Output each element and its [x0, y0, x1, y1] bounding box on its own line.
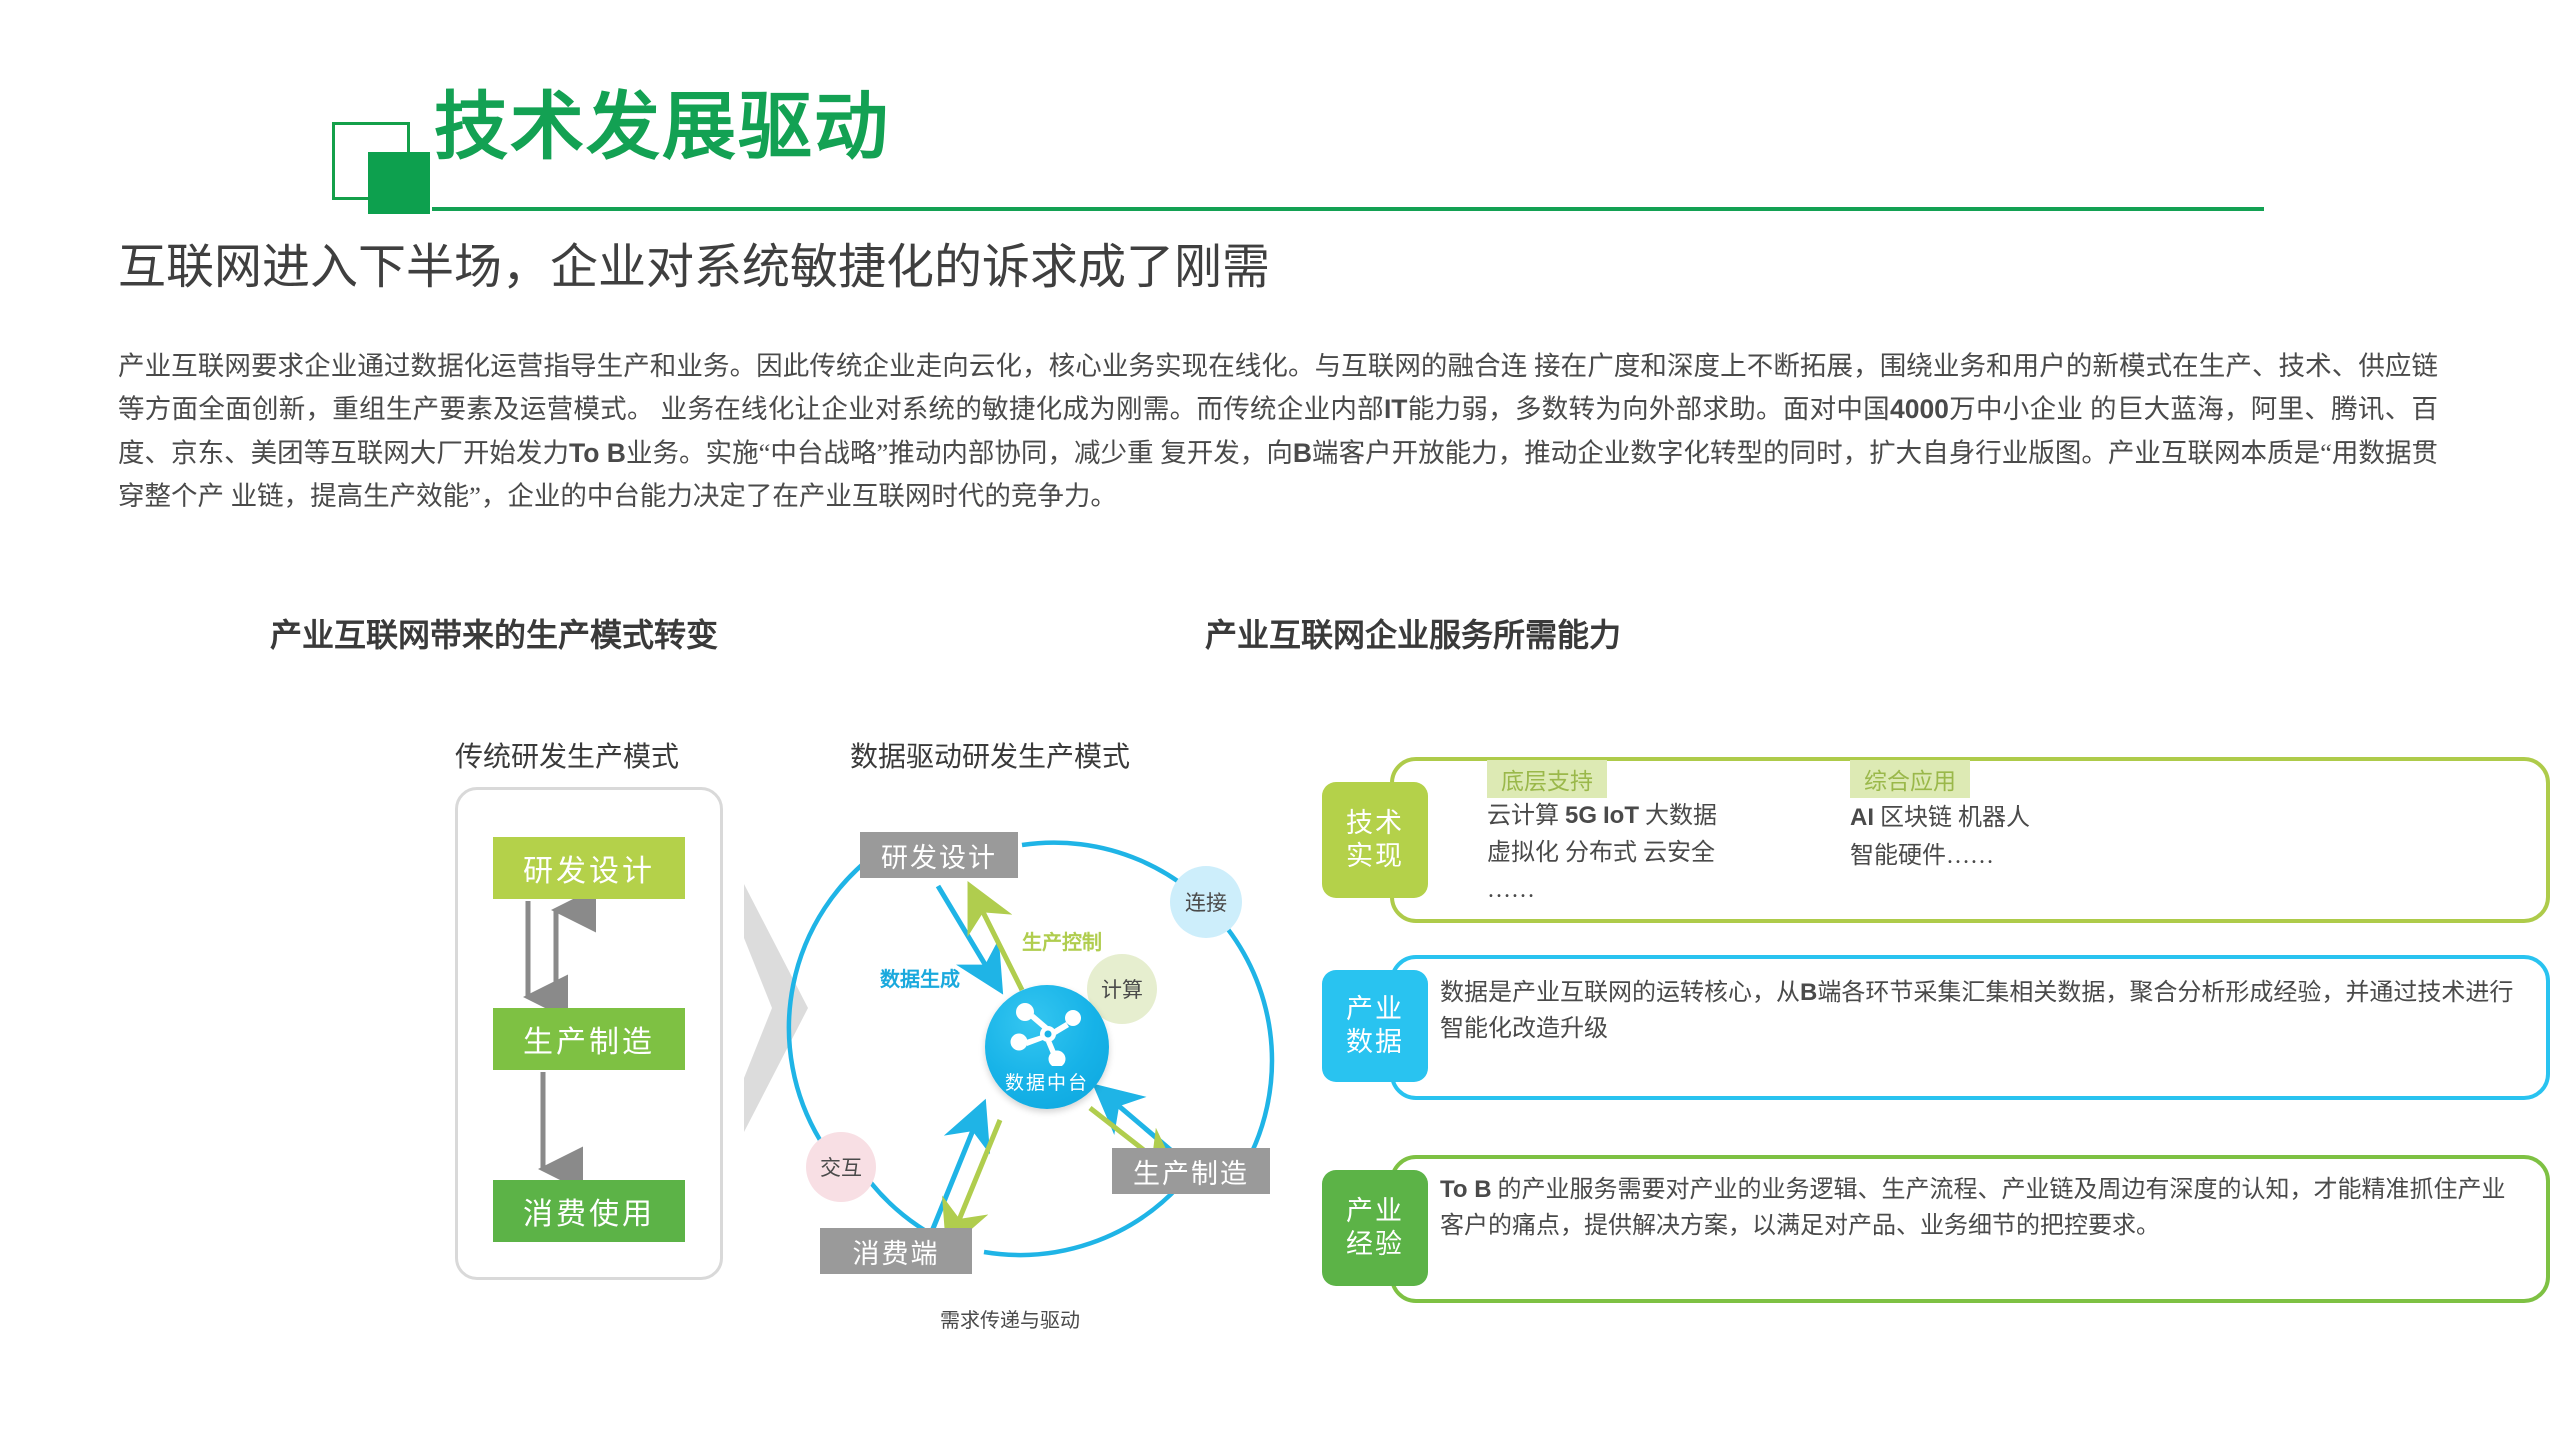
diagram-bubble-compute: 计算: [1087, 954, 1157, 1024]
body-paragraph: 产业互联网要求企业通过数据化运营指导生产和业务。因此传统企业走向云化，核心业务实…: [118, 351, 2439, 512]
capability-tag-experience-line1: 产业经验: [1346, 1196, 1404, 1259]
capability-card-data: [1390, 955, 2550, 1100]
edge-label-production-control: 生产控制: [1022, 932, 1102, 954]
flow-step-rd: 研发设计: [493, 837, 685, 899]
flow-step-manufacturing: 生产制造: [493, 1008, 685, 1070]
logo-solid-square: [368, 152, 430, 214]
tech-foundation-line2: 虚拟化 分布式 云安全: [1487, 840, 1715, 866]
left-section-heading: 产业互联网带来的生产模式转变: [270, 617, 719, 653]
diagram-bubble-connection: 连接: [1170, 866, 1242, 938]
tech-column-head-application: 综合应用: [1850, 760, 1970, 798]
capability-tag-tech-line1: 技术实现: [1346, 808, 1404, 871]
capability-tag-data: 产业数据: [1322, 970, 1428, 1082]
capability-card-experience: [1390, 1155, 2550, 1303]
capability-tag-experience: 产业经验: [1322, 1170, 1428, 1286]
capability-tag-tech: 技术实现: [1322, 782, 1428, 898]
flow-step-consumption: 消费使用: [493, 1180, 685, 1242]
capability-text-data: 数据是产业互联网的运转核心，从B端各环节采集汇集相关数据，聚合分析形成经验，并通…: [1440, 979, 2514, 1042]
capability-tag-data-line1: 产业数据: [1346, 994, 1404, 1057]
capability-text-experience: To B 的产业服务需要对产业的业务逻辑、生产流程、产业链及周边有深度的认知，才…: [1440, 1176, 2506, 1239]
data-hub-label: 数据中台: [1004, 1073, 1089, 1094]
subtitle: 互联网进入下半场，企业对系统敏捷化的诉求成了刚需: [118, 241, 1271, 294]
tech-application-line1: AI 区块链 机器人: [1850, 804, 2030, 831]
tech-foundation-line3: ……: [1487, 877, 1535, 903]
diagram-caption: 需求传递与驱动: [940, 1310, 1080, 1332]
diagram-node-manufacturing: 生产制造: [1112, 1148, 1270, 1194]
slide-header: 技术发展驱动: [0, 0, 2560, 220]
tech-application-line2: 智能硬件……: [1850, 843, 1994, 869]
page-title: 技术发展驱动: [434, 85, 890, 168]
data-driven-column-title: 数据驱动研发生产模式: [850, 742, 1131, 773]
diagram-node-rd: 研发设计: [860, 832, 1018, 878]
tech-column-head-foundation: 底层支持: [1487, 760, 1607, 798]
transition-chevron-icon: [744, 884, 808, 1132]
diagram-bubble-interaction: 交互: [806, 1132, 876, 1202]
tech-foundation-line1: 云计算 5G IoT 大数据: [1487, 802, 1718, 829]
header-divider: [432, 207, 2264, 211]
diagram-node-consumer: 消费端: [820, 1228, 972, 1274]
right-section-heading: 产业互联网企业服务所需能力: [1205, 617, 1622, 653]
traditional-column-title: 传统研发生产模式: [455, 742, 680, 773]
edge-label-data-generation: 数据生成: [880, 969, 960, 991]
